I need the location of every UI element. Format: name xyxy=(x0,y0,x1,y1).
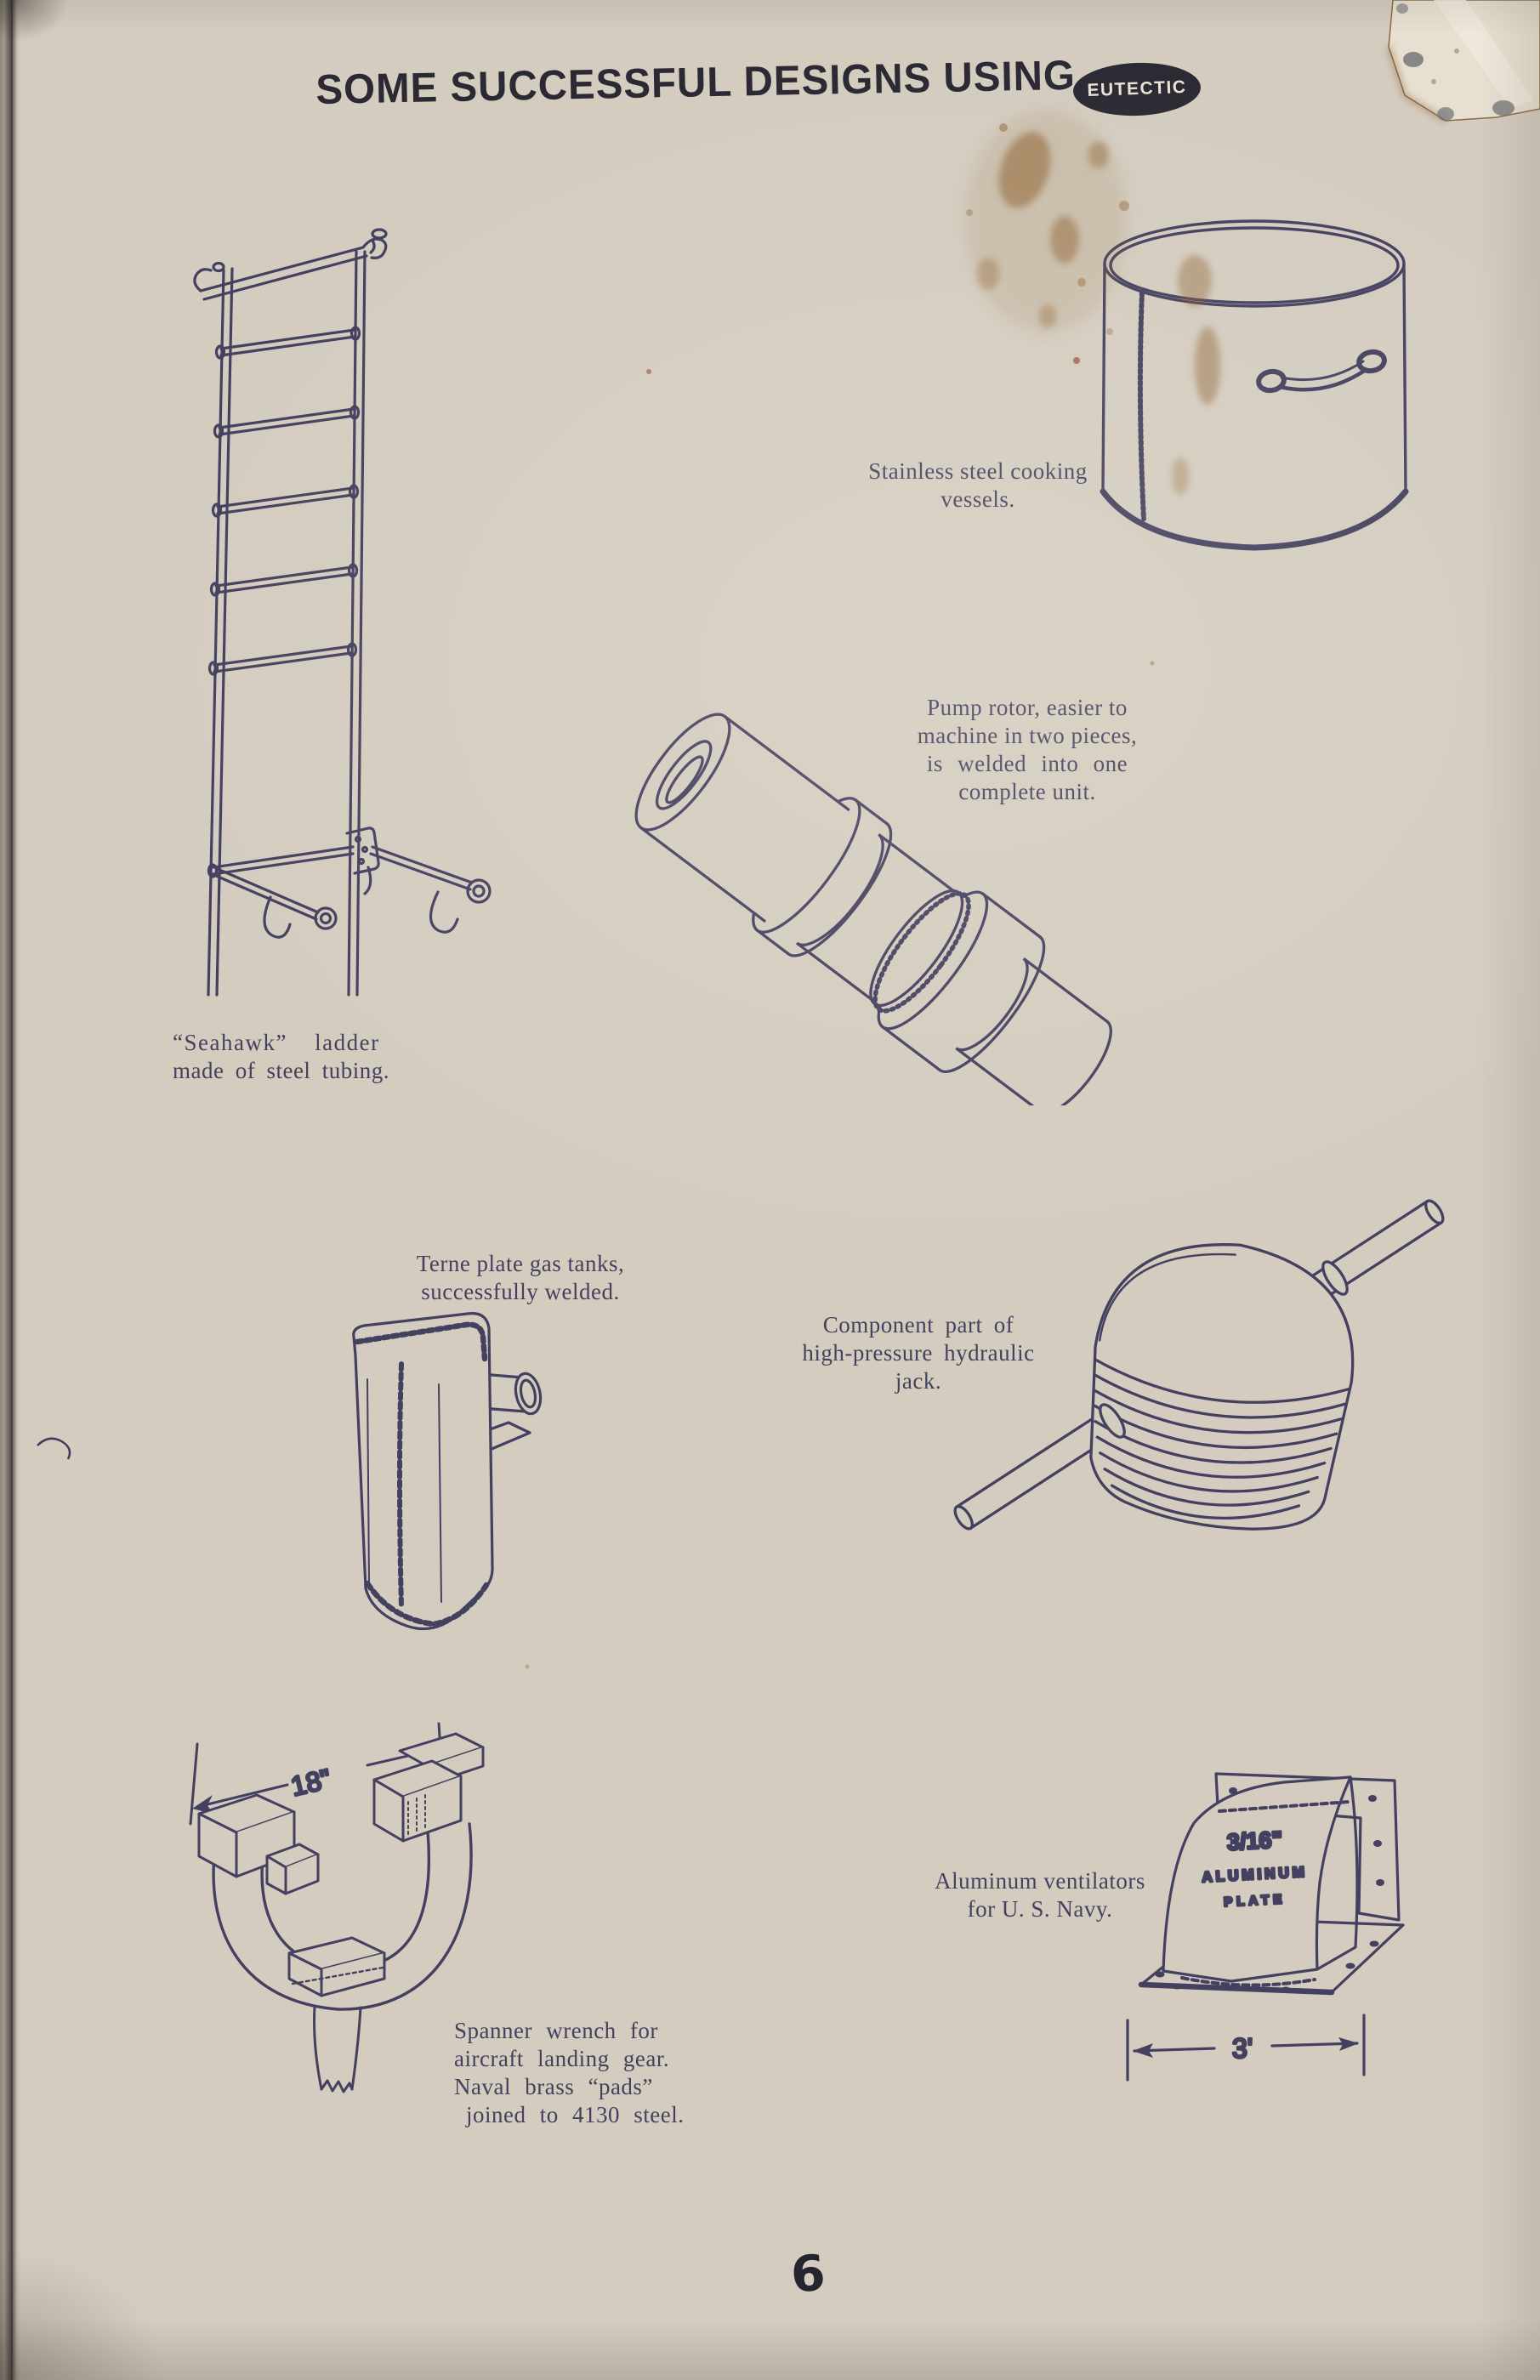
eutectic-logo-text: EUTECTIC xyxy=(1087,77,1187,101)
caption-line: Pump rotor, easier to xyxy=(927,695,1128,720)
caption-line: machine in two pieces, xyxy=(917,723,1138,748)
caption-line: jack. xyxy=(895,1368,942,1394)
page-header: SOME SUCCESSFUL DESIGNS USING xyxy=(315,53,1100,114)
caption-line: complete unit. xyxy=(958,779,1096,804)
caption-line: Naval brass “pads” xyxy=(454,2074,653,2099)
caption-line: aircraft landing gear. xyxy=(454,2046,670,2071)
pen-mark xyxy=(37,1437,71,1460)
ventilator-caption: Aluminum ventilators for U. S. Navy. xyxy=(900,1867,1180,1923)
book-spine-edge xyxy=(0,0,20,2380)
page-title: SOME SUCCESSFUL DESIGNS USING xyxy=(315,52,1077,114)
spanner-wrench-illustration: 18" xyxy=(189,1722,485,2093)
rotor-caption: Pump rotor, easier to machine in two pie… xyxy=(891,694,1163,806)
caption-line: for U. S. Navy. xyxy=(967,1896,1113,1922)
seahawk-ladder-illustration xyxy=(193,228,492,997)
vent-plate-label-line1: 3/16" xyxy=(1226,1826,1283,1855)
gas-tank-illustration xyxy=(352,1312,543,1631)
caption-line: Stainless steel cooking xyxy=(868,458,1088,484)
caption-line: Spanner wrench for xyxy=(454,2018,658,2043)
ladder-caption: “Seahawk” ladder made of steel tubing. xyxy=(173,1029,428,1085)
torn-corner-patch xyxy=(1386,0,1540,123)
caption-line: “Seahawk” ladder xyxy=(173,1030,380,1055)
page-edge-line xyxy=(11,0,13,2380)
jack-caption: Component part of high-pressure hydrauli… xyxy=(778,1311,1059,1395)
hydraulic-jack-illustration xyxy=(953,1199,1445,1531)
caption-line: Terne plate gas tanks, xyxy=(416,1251,625,1276)
wrench-dimension-label: 18" xyxy=(288,1763,334,1802)
vessel-caption: Stainless steel cooking vessels. xyxy=(838,457,1118,514)
caption-line: Component part of xyxy=(822,1312,1014,1338)
pump-rotor-illustration xyxy=(634,713,1112,1105)
tank-caption: Terne plate gas tanks, successfully weld… xyxy=(384,1250,656,1306)
caption-line: Aluminum ventilators xyxy=(935,1868,1145,1894)
vent-dimension-label: 3' xyxy=(1232,2033,1253,2064)
cooking-vessel-illustration xyxy=(1100,219,1409,551)
page-number: 6 xyxy=(788,2243,827,2304)
caption-line: is welded into one xyxy=(926,751,1128,776)
caption-line: successfully welded. xyxy=(421,1279,620,1304)
caption-line: high-pressure hydraulic xyxy=(802,1340,1035,1366)
wrench-caption: Spanner wrench for aircraft landing gear… xyxy=(454,2017,747,2129)
caption-line: joined to 4130 steel. xyxy=(466,2102,685,2127)
ventilator-illustration: 3/16" ALUMINUM PLATE 3' xyxy=(1126,1772,1405,2082)
caption-line: made of steel tubing. xyxy=(173,1058,389,1083)
caption-line: vessels. xyxy=(940,486,1015,512)
